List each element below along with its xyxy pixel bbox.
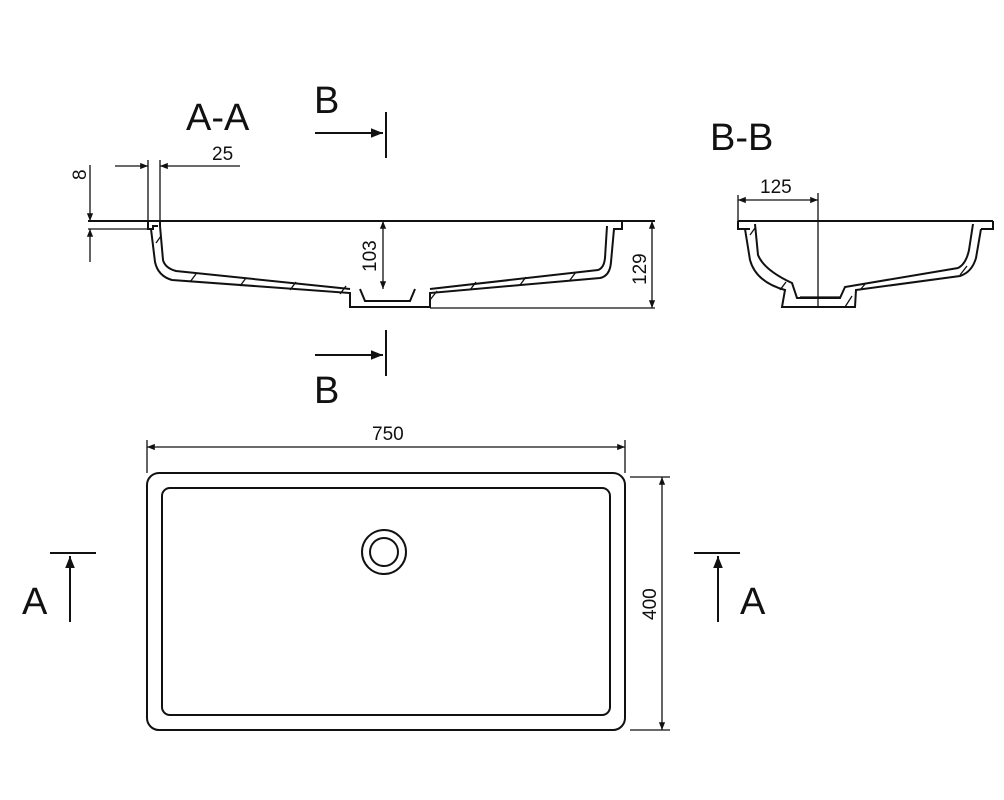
dim-rim-width: 25 <box>212 144 233 165</box>
section-aa-label: A-A <box>186 97 250 139</box>
cut-marker-a-right: A <box>694 552 766 623</box>
drain-icon <box>361 529 407 575</box>
section-bb-view: 125 <box>737 177 994 308</box>
cut-a-right-label: A <box>740 581 766 623</box>
dim-length: 750 <box>372 424 404 445</box>
cut-marker-a-left: A <box>22 552 96 623</box>
dim-width: 400 <box>640 588 661 620</box>
plan-view: 750 400 <box>146 424 670 731</box>
section-bb-label: B-B <box>710 117 773 159</box>
cut-marker-b-top: B <box>314 80 387 158</box>
section-aa-view: 8 25 103 129 <box>70 144 656 309</box>
cut-marker-b-bottom: B <box>314 330 387 412</box>
cut-b-bottom-label: B <box>314 370 339 412</box>
dim-rim-thickness: 8 <box>70 169 91 180</box>
dim-drain-offset: 125 <box>760 177 792 198</box>
dim-inner-depth: 103 <box>360 240 381 272</box>
cut-b-top-label: B <box>314 80 339 122</box>
cut-a-left-label: A <box>22 581 48 623</box>
dim-total-height: 129 <box>630 253 651 285</box>
